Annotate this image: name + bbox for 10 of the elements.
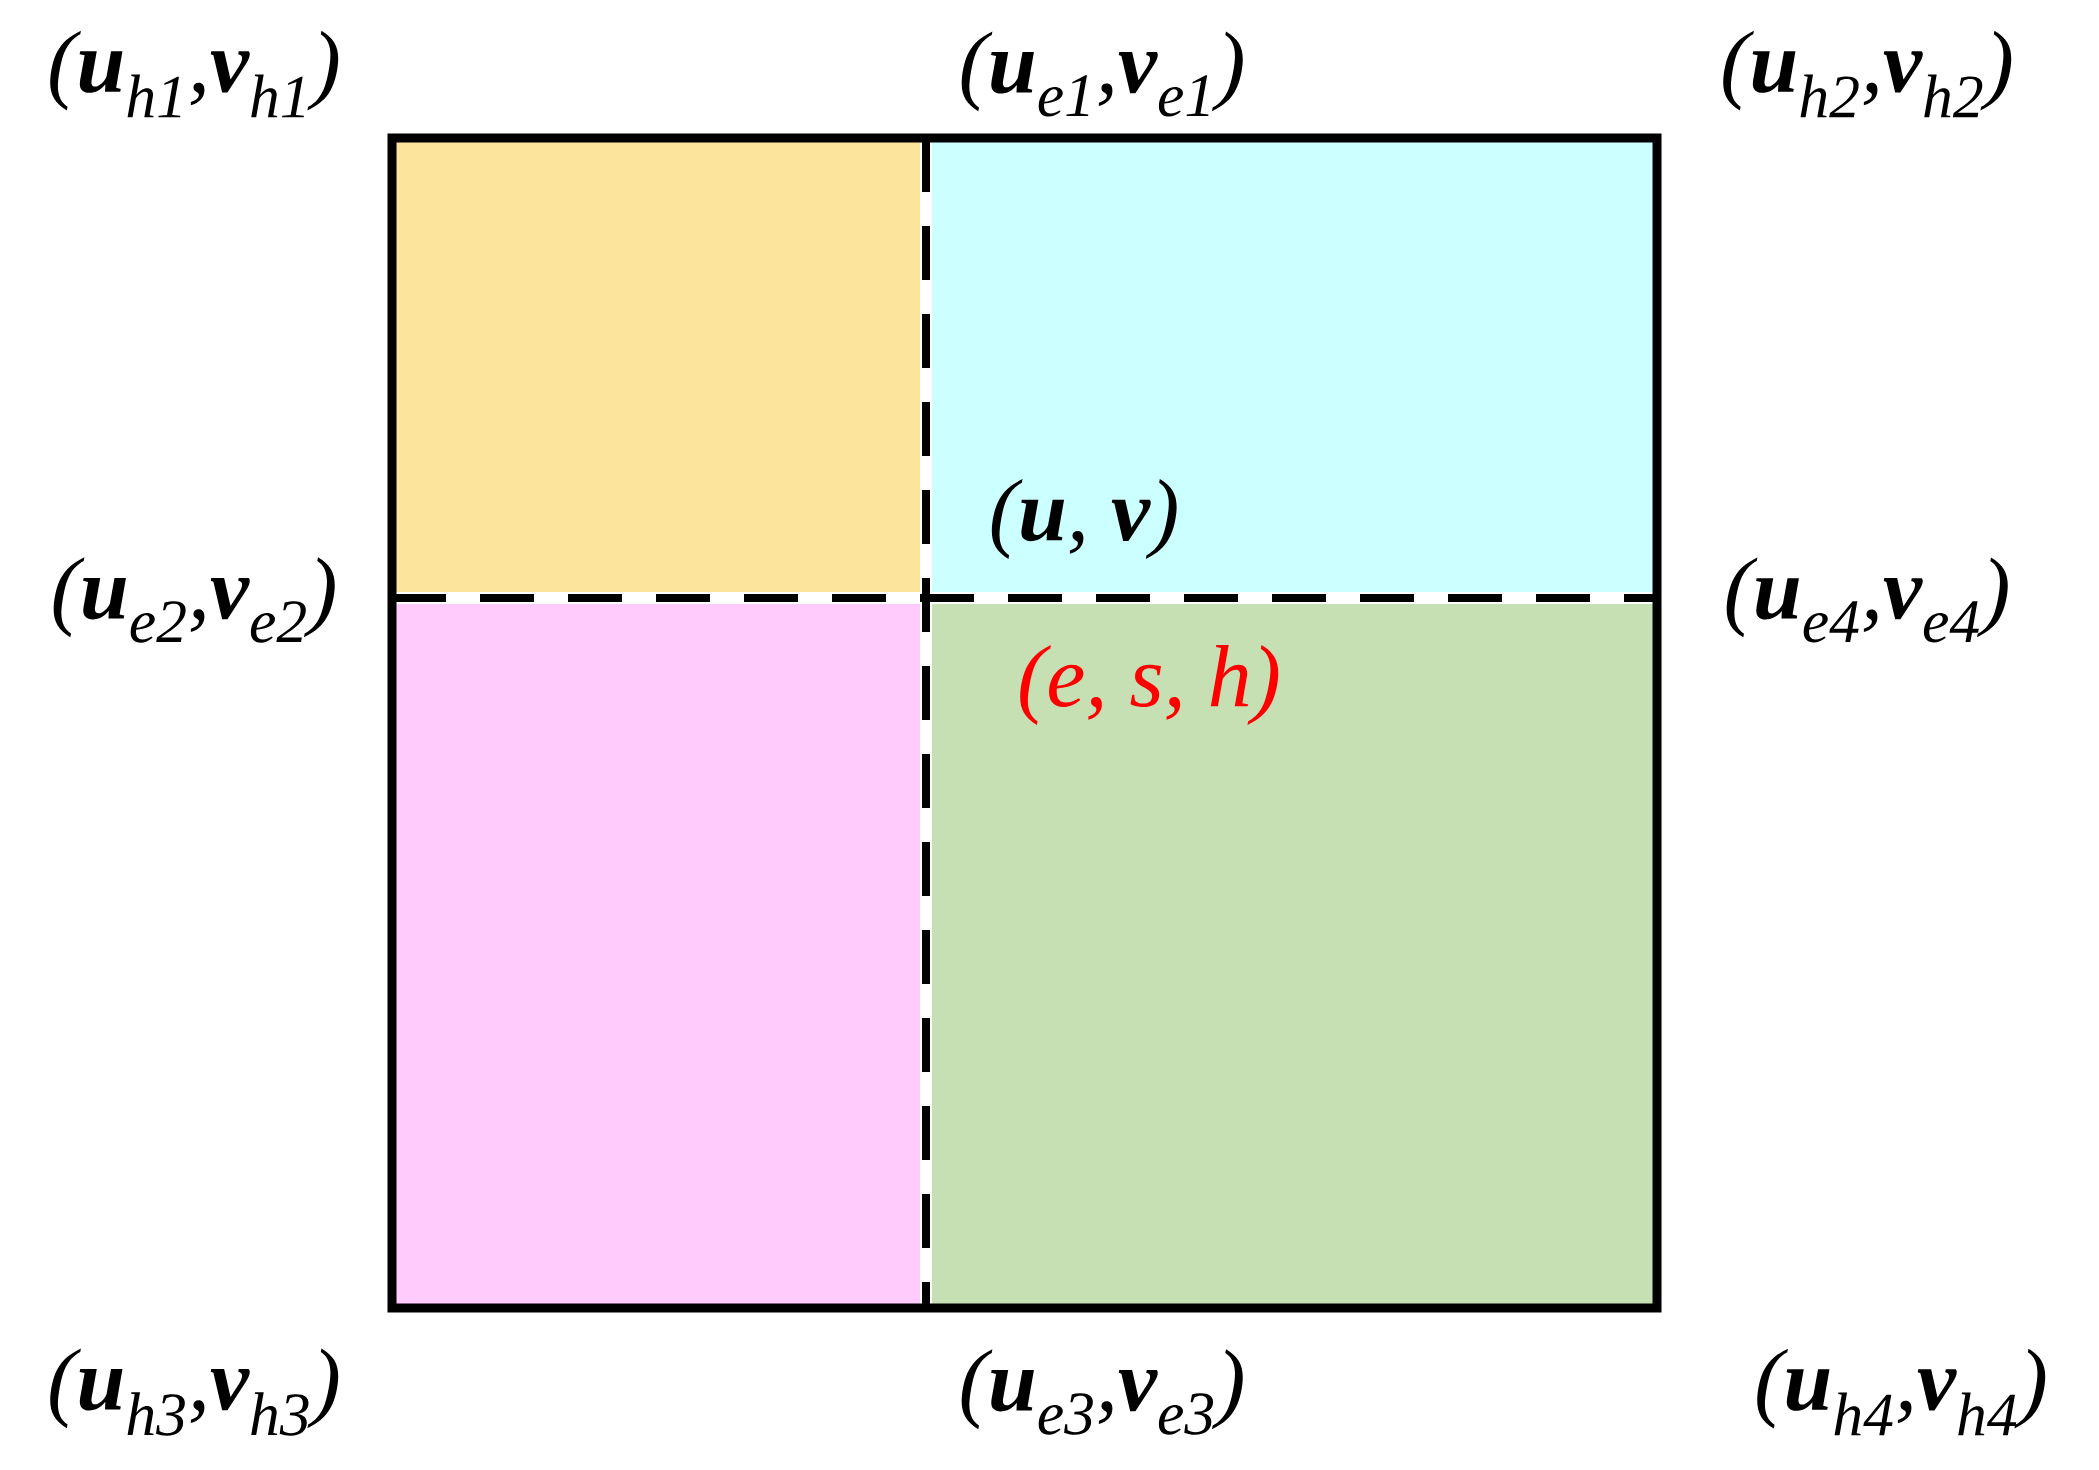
coordinate-label: (u$_{e1}$,v$_{e1}$) (961, 31, 1243, 117)
coordinate-label: (u$_{h2}$,v$_{h2}$) (1723, 30, 2012, 118)
point-label: (u, v) (991, 479, 1177, 559)
coordinate-label: (u$_{h1}$,v$_{h1}$) (50, 30, 339, 118)
coordinate-label: (u$_{e3}$,v$_{e3}$) (961, 1349, 1243, 1435)
coordinate-label: (u$_{h3}$,v$_{h3}$) (50, 1348, 339, 1436)
parameter-label: (e, s, h) (1020, 645, 1279, 725)
coordinate-label: (u$_{e2}$,v$_{e2}$) (53, 557, 335, 643)
coordinate-label: (u$_{h4}$,v$_{h4}$) (1757, 1348, 2046, 1436)
coordinate-label: (u$_{e4}$,v$_{e4}$) (1726, 557, 2008, 643)
